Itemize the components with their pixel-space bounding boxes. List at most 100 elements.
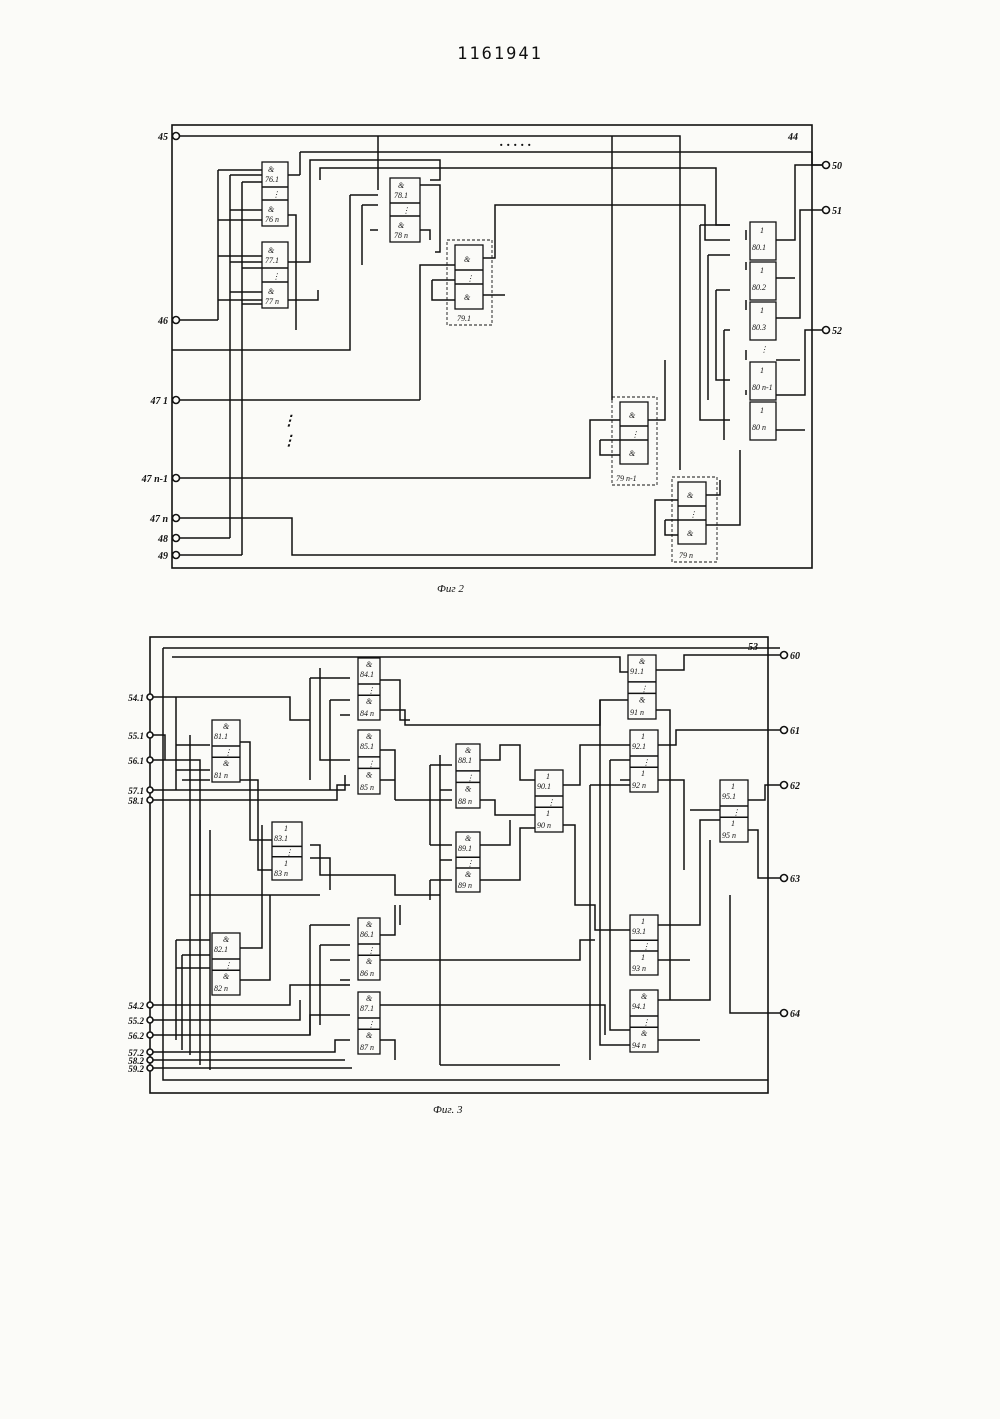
block-80-symbol: 1 xyxy=(760,306,764,315)
terminal-circle xyxy=(147,732,153,738)
block-76-top-label: 76.1 xyxy=(265,175,279,184)
block-top-label: 85.1 xyxy=(360,742,374,751)
fig3-input-label: 55.1 xyxy=(128,731,144,741)
fig2-input-48: 48 xyxy=(157,534,180,545)
fig3-output-label: 64 xyxy=(790,1009,800,1020)
block-78-bottom-symbol: & xyxy=(398,221,405,230)
block-79-1-label: 79.1 xyxy=(457,314,471,323)
block-symbol: & xyxy=(641,992,648,1001)
block-80-cell-80-n-1: 180 n-1 xyxy=(750,362,776,400)
block-78-top-label: 78.1 xyxy=(394,191,408,200)
block-symbol: & xyxy=(366,1031,373,1040)
block-symbol: 1 xyxy=(284,859,288,868)
block-top-label: 88.1 xyxy=(458,756,472,765)
terminal-circle xyxy=(147,787,153,793)
terminal-circle xyxy=(781,875,788,882)
block-93: 193.1⋮193 n xyxy=(630,915,658,975)
svg-text:. . . . .: . . . . . xyxy=(500,135,532,150)
fig2-output-label: 51 xyxy=(832,206,842,217)
block-top-label: 82.1 xyxy=(214,945,228,954)
block-79-1-symbol: & xyxy=(464,255,471,264)
block-symbol: 1 xyxy=(546,772,550,781)
block-79-n-symbol: & xyxy=(687,491,694,500)
terminal-circle xyxy=(147,797,153,803)
block-80-symbol: 1 xyxy=(760,266,764,275)
block-symbol: & xyxy=(366,660,373,669)
block-ellipsis: ⋮ xyxy=(732,808,740,817)
block-symbol: 1 xyxy=(731,782,735,791)
block-bottom-label: 82 n xyxy=(214,984,228,993)
block-symbol: & xyxy=(366,697,373,706)
block-ellipsis: ⋮ xyxy=(466,859,474,868)
block-85: &85.1⋮&85 n xyxy=(358,730,380,794)
block-79-n-label: 79 n xyxy=(679,551,693,560)
terminal-circle xyxy=(147,1065,153,1071)
block-80-cell-80-n: 180 n xyxy=(750,402,776,440)
terminal-circle xyxy=(173,535,180,542)
block-77-bottom-label: 77 n xyxy=(265,297,279,306)
block-79-n-1-bottom-symbol: & xyxy=(629,449,636,458)
terminal-circle xyxy=(147,1032,153,1038)
block-78-bottom-label: 78 n xyxy=(394,231,408,240)
block-77: & 77.1 ⋮ & 77 n xyxy=(262,242,288,308)
block-symbol: 1 xyxy=(641,732,645,741)
fig2-input-47-1: 47 1 xyxy=(150,396,180,407)
terminal-circle xyxy=(173,317,180,324)
block-92: 192.1⋮192 n xyxy=(630,730,658,792)
block-bottom-label: 86 n xyxy=(360,969,374,978)
fig2-output-label: 50 xyxy=(832,161,842,172)
block-76-bottom-symbol: & xyxy=(268,205,275,214)
block-bottom-label: 83 n xyxy=(274,869,288,878)
block-symbol: 1 xyxy=(641,917,645,926)
fig2-frame-label: 44 xyxy=(787,132,798,143)
fig2-input-47-n-1: 47 n-1 xyxy=(141,474,180,485)
block-80-label: 80 n-1 xyxy=(752,383,773,392)
terminal-circle xyxy=(147,1057,153,1063)
fig3-output-61: 61 xyxy=(781,726,801,737)
block-ellipsis: ⋮ xyxy=(466,773,474,782)
block-91: &91.1⋮&91 n xyxy=(628,655,656,719)
block-symbol: & xyxy=(366,770,373,779)
fig2-input-label: 48 xyxy=(157,534,168,545)
terminal-circle xyxy=(147,1017,153,1023)
block-symbol: & xyxy=(465,784,472,793)
block-90: 190.1⋮190 n xyxy=(535,770,563,832)
block-top-label: 86.1 xyxy=(360,930,374,939)
fig2-input-label: 47 n xyxy=(149,514,169,525)
terminal-circle xyxy=(781,1010,788,1017)
block-ellipsis: ⋮ xyxy=(547,798,555,807)
fig3-input-label: 56.1 xyxy=(128,756,144,766)
fig2-input-45: 45 xyxy=(157,132,180,143)
block-80-symbol: 1 xyxy=(760,406,764,415)
block-symbol: & xyxy=(639,657,646,666)
block-77-top-label: 77.1 xyxy=(265,256,279,265)
block-bottom-label: 87 n xyxy=(360,1043,374,1052)
block-symbol: 1 xyxy=(546,809,550,818)
fig3-input-label: 54.1 xyxy=(128,693,144,703)
block-76: & 76.1 ⋮ & 76 n xyxy=(262,162,288,226)
fig2-input-label: 45 xyxy=(157,132,168,143)
block-80-cell-80-3: 180.3 xyxy=(750,302,776,340)
fig3-output-label: 60 xyxy=(790,651,800,662)
fig3-output-63: 63 xyxy=(781,874,801,885)
terminal-circle xyxy=(781,652,788,659)
block-top-label: 93.1 xyxy=(632,927,646,936)
block-symbol: & xyxy=(465,834,472,843)
terminal-circle xyxy=(823,327,830,334)
block-78: & 78.1 ⋮ & 78 n xyxy=(390,178,420,242)
fig3-input-label: 56.2 xyxy=(128,1031,144,1041)
block-78-symbol: & xyxy=(398,181,405,190)
block-80-label: 80.1 xyxy=(752,243,766,252)
fig3-output-64: 64 xyxy=(781,1009,801,1020)
block-top-label: 90.1 xyxy=(537,782,551,791)
block-82: &82.1⋮&82 n xyxy=(212,933,240,995)
terminal-circle xyxy=(173,397,180,404)
block-ellipsis: ⋮ xyxy=(642,758,650,767)
block-top-label: 92.1 xyxy=(632,742,646,751)
document-number: 1161941 xyxy=(0,44,1000,64)
block-symbol: & xyxy=(639,695,646,704)
block-top-label: 81.1 xyxy=(214,732,228,741)
block-79-1: & ⋮ & 79.1 xyxy=(447,240,492,325)
block-ellipsis: ⋮ xyxy=(367,1020,375,1029)
svg-text:⋮: ⋮ xyxy=(272,190,280,199)
